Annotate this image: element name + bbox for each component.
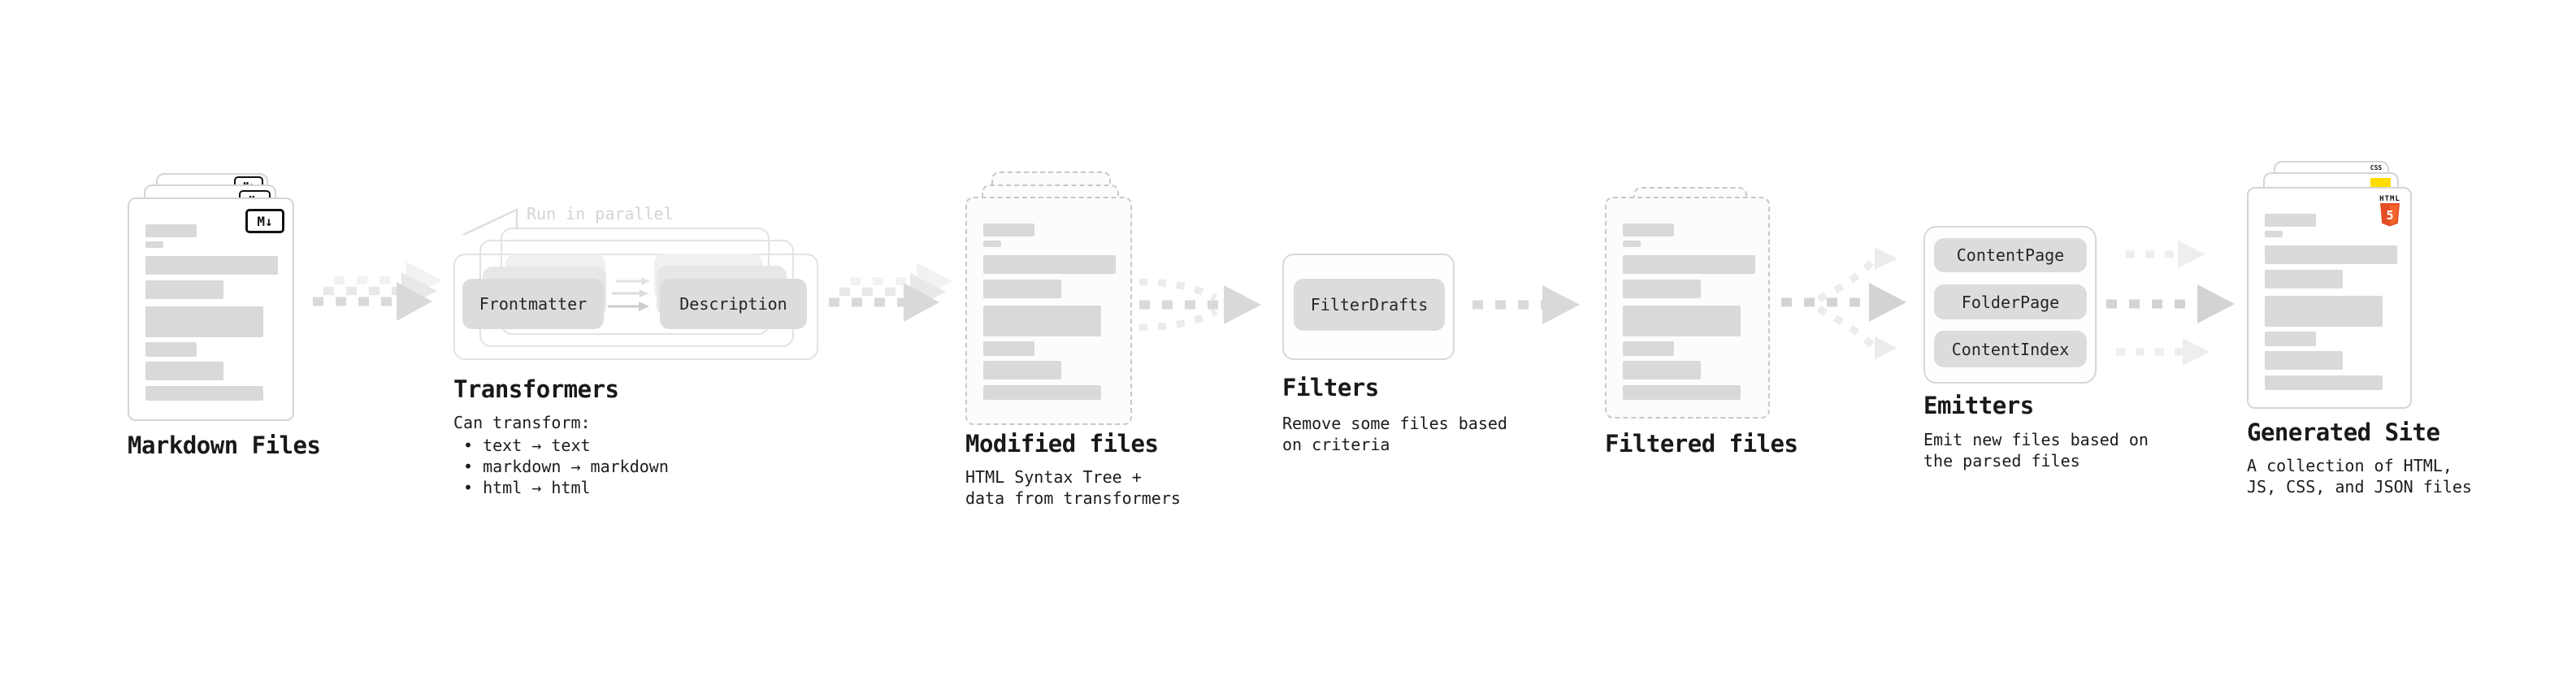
placeholder-text-bar (145, 224, 197, 237)
transformers-desc-title: Can transform: (453, 413, 591, 432)
transformer-box-front (453, 254, 818, 360)
html5-icon-word: HTML (2379, 195, 2400, 203)
placeholder-text-bar (2265, 270, 2343, 288)
placeholder-text-bar (983, 280, 1061, 298)
placeholder-text-bar (2265, 296, 2383, 327)
placeholder-text-bar (2265, 351, 2343, 370)
placeholder-text-bar (983, 385, 1101, 400)
placeholder-text-bar (1623, 255, 1755, 274)
arrow-filtered-to-emitters (1781, 247, 1906, 359)
generated-site-label: Generated Site (2247, 419, 2440, 446)
placeholder-text-bar (983, 341, 1034, 356)
folderpage-pill: FolderPage (1934, 284, 2087, 319)
placeholder-text-bar (1623, 280, 1701, 298)
generated-site-sub: A collection of HTML, (2247, 456, 2452, 475)
transformers-bullet: • text → text (463, 436, 591, 455)
transformers-label: Transformers (453, 375, 619, 403)
generated-site-page-html: HTML 5 (2247, 187, 2412, 409)
placeholder-text-bar (145, 280, 223, 299)
arrow-modified-to-filters (1138, 278, 1261, 332)
arrow-filters-to-filtered (1472, 285, 1580, 324)
placeholder-text-bar (1623, 306, 1741, 336)
modified-file-page-front (965, 197, 1132, 425)
placeholder-text-bar (1623, 223, 1674, 236)
placeholder-text-bar (2265, 214, 2316, 227)
placeholder-text-bar (1623, 385, 1741, 400)
markdown-file-page-front: M↓ (128, 197, 294, 421)
contentpage-pill: ContentPage (1934, 238, 2087, 272)
modified-files-sub: HTML Syntax Tree + (965, 467, 1142, 487)
html5-icon-shield: 5 (2380, 203, 2400, 227)
placeholder-text-bar (983, 241, 1001, 247)
filters-sub: Remove some files based (1282, 414, 1507, 433)
placeholder-text-bar (145, 386, 263, 401)
transformers-bullet: • html → html (463, 478, 591, 497)
placeholder-text-bar (145, 241, 163, 248)
placeholder-text-bar (983, 361, 1061, 380)
emitters-sub: the parsed files (1923, 451, 2080, 471)
emitters-label: Emitters (1923, 392, 2034, 419)
modified-files-sub: data from transformers (965, 488, 1181, 508)
arrow-emitters-to-generated (2106, 241, 2235, 366)
run-in-parallel-note: Run in parallel (527, 204, 674, 223)
placeholder-text-bar (1623, 341, 1674, 356)
filters-label: Filters (1282, 374, 1379, 401)
arrow-transformers-to-modified (829, 262, 952, 322)
markdown-icon: M↓ (245, 209, 284, 233)
markdown-files-label: Markdown Files (128, 432, 321, 459)
description-pill: Description (660, 279, 807, 329)
placeholder-text-bar (983, 306, 1101, 336)
placeholder-text-bar (2265, 375, 2383, 390)
filters-sub: on criteria (1282, 435, 1390, 454)
placeholder-text-bar (2265, 231, 2283, 237)
transformers-bullet: • markdown → markdown (463, 457, 669, 476)
placeholder-text-bar (983, 223, 1034, 236)
filterdrafts-pill: FilterDrafts (1294, 279, 1445, 331)
placeholder-text-bar (2265, 332, 2316, 346)
placeholder-text-bar (145, 362, 223, 380)
css-icon-label: CSS (2370, 164, 2383, 171)
svg-text:5: 5 (2386, 208, 2393, 223)
frontmatter-pill: Frontmatter (462, 279, 604, 329)
placeholder-text-bar (983, 255, 1116, 274)
placeholder-text-bar (2265, 245, 2397, 264)
generated-site-sub: JS, CSS, and JSON files (2247, 477, 2472, 497)
filtered-files-label: Filtered files (1605, 430, 1798, 458)
placeholder-text-bar (145, 256, 278, 275)
modified-files-label: Modified files (965, 430, 1159, 458)
placeholder-text-bar (1623, 241, 1641, 247)
emitters-sub: Emit new files based on (1923, 430, 2149, 449)
html5-icon: HTML 5 (2379, 195, 2400, 228)
placeholder-text-bar (1623, 361, 1701, 380)
contentindex-pill: ContentIndex (1934, 331, 2087, 367)
arrow-markdown-to-transformers (313, 262, 442, 321)
placeholder-text-bar (145, 306, 263, 337)
filtered-file-page-front (1605, 197, 1770, 419)
placeholder-text-bar (145, 342, 197, 357)
